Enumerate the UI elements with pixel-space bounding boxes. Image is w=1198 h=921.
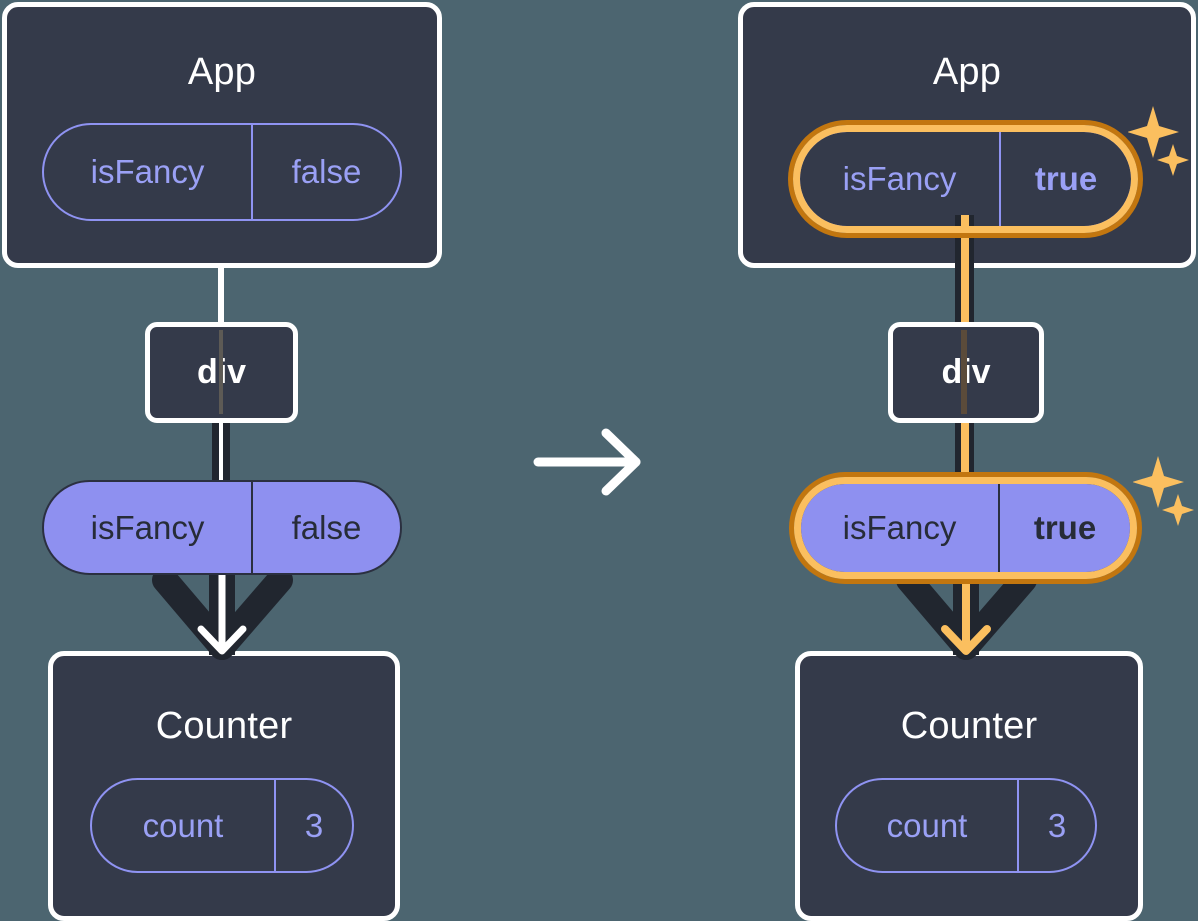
prop-pill-key-before: isFancy: [90, 508, 205, 546]
state-pill-key-before: isFancy: [90, 153, 205, 190]
prop-pill-value-before: false: [251, 482, 400, 573]
state-pill-count-after: count 3: [835, 778, 1097, 873]
state-pill-count-value-after: 3: [1017, 780, 1095, 871]
state-pill-isfancy-before: isFancy false: [42, 123, 402, 221]
prop-pill-isfancy-after: isFancy true: [799, 482, 1132, 574]
connector-through-div-before: [219, 330, 223, 414]
component-title-counter-after: Counter: [900, 705, 1038, 747]
connector-app-to-div-before: [218, 264, 224, 326]
fork-arrow-after: [874, 561, 1059, 675]
connector-app-to-div-core-after: [961, 215, 969, 330]
state-pill-value-after: true: [999, 132, 1131, 226]
component-title-app-after: App: [932, 51, 1002, 93]
state-pill-count-key-after: count: [886, 806, 968, 844]
state-pill-isfancy-after: isFancy true: [798, 130, 1133, 228]
state-pill-key-after: isFancy: [842, 160, 957, 197]
sparkle-icon-app-after: [1127, 100, 1190, 180]
state-pill-count-key-before: count: [142, 806, 224, 844]
transition-arrow: [530, 425, 648, 500]
prop-pill-key-after: isFancy: [842, 509, 957, 546]
connector-div-to-prop-core-after: [961, 415, 969, 490]
prop-pill-value-after: true: [998, 484, 1130, 572]
component-title-counter-before: Counter: [155, 705, 293, 747]
prop-pill-isfancy-before: isFancy false: [42, 480, 402, 575]
arrow-right-icon: [533, 428, 641, 496]
state-pill-count-value-before: 3: [274, 780, 352, 871]
state-pill-count-before: count 3: [90, 778, 354, 873]
connector-div-to-prop-core-before: [219, 418, 223, 488]
connector-through-div-after: [961, 330, 967, 414]
component-title-app-before: App: [187, 51, 257, 93]
state-pill-value-before: false: [251, 125, 400, 219]
sparkle-icon-prop-after: [1132, 450, 1195, 530]
fork-arrow-before: [130, 561, 315, 675]
